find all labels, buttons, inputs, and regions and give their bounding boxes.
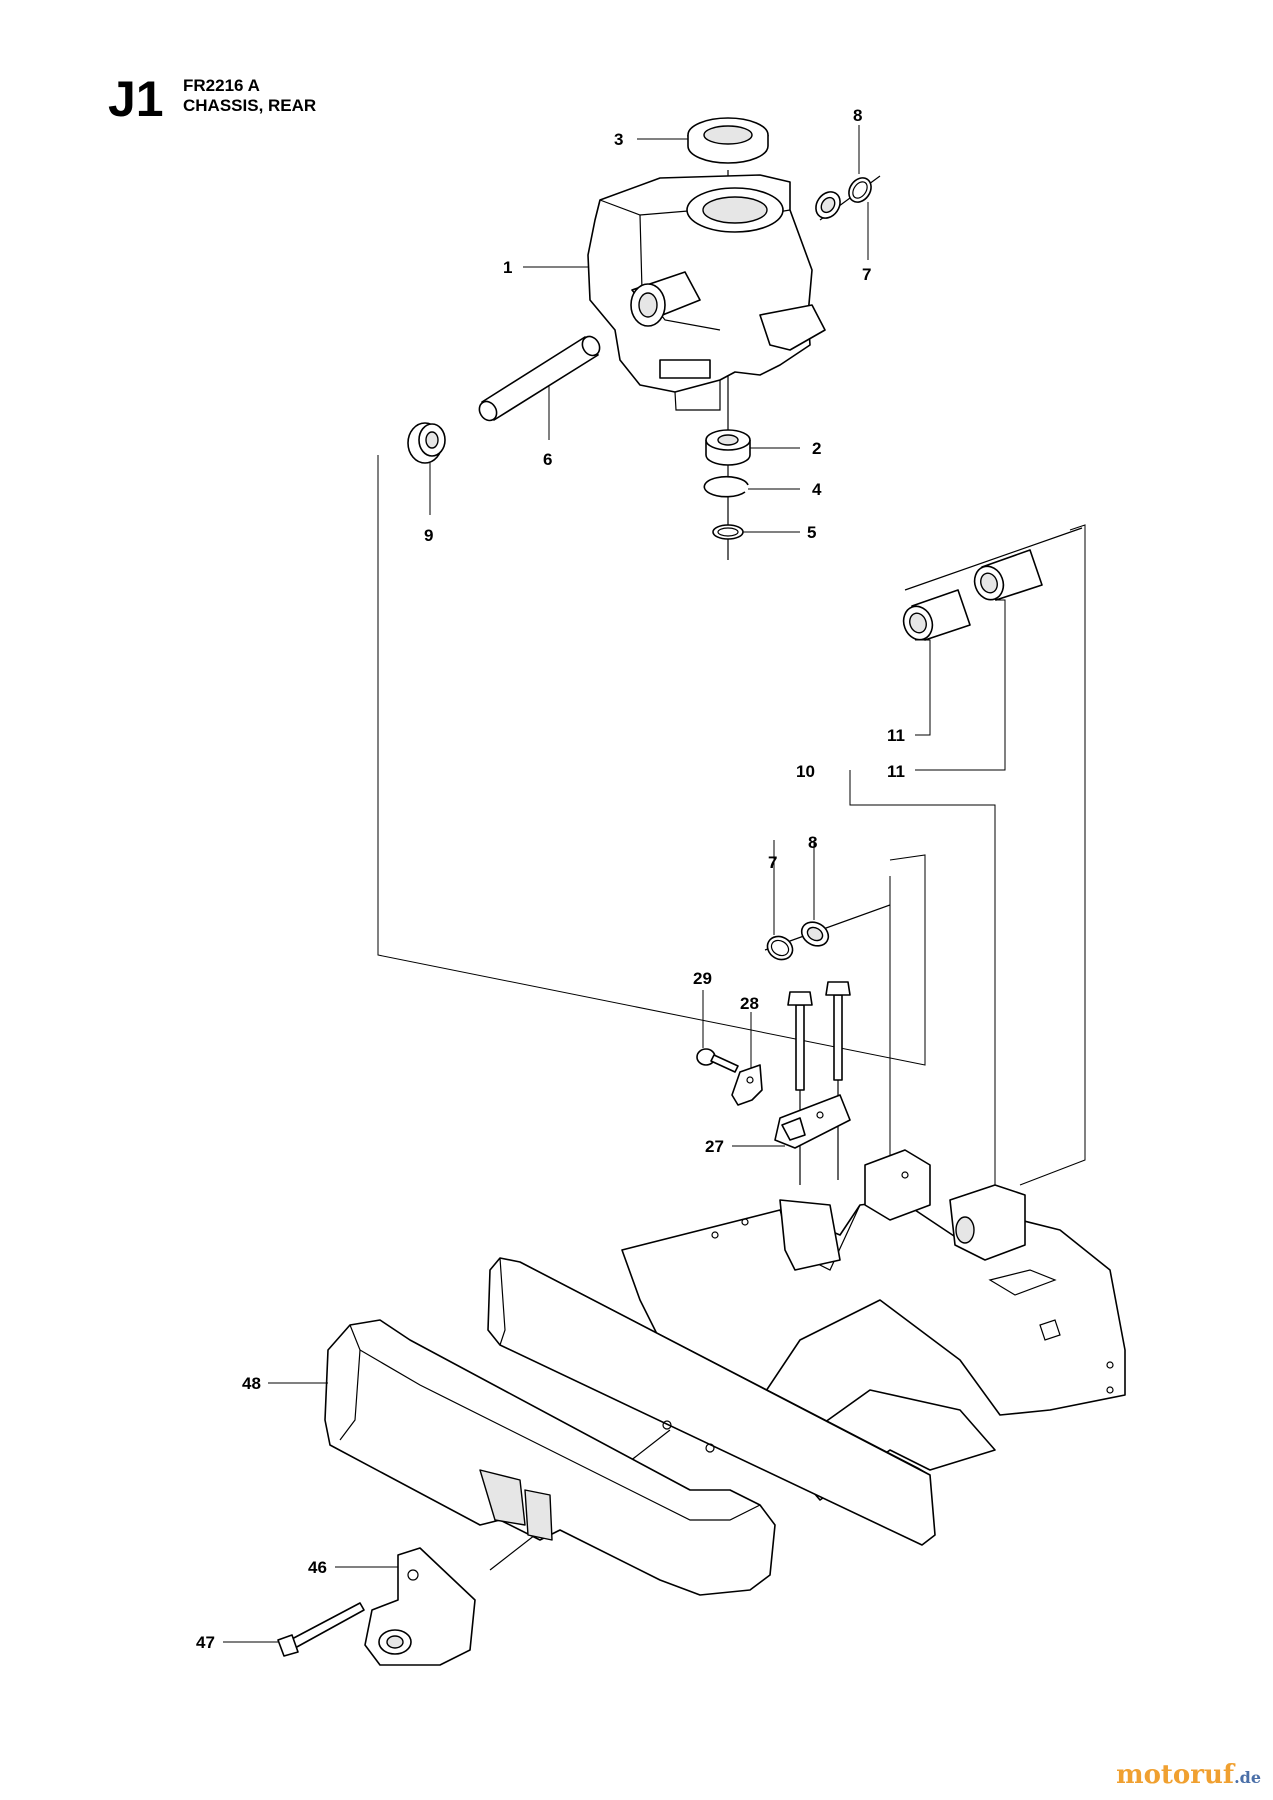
part-3-seal xyxy=(687,117,769,164)
callout-5: 5 xyxy=(807,523,816,542)
callout-9: 9 xyxy=(424,526,433,545)
part-2-bearing xyxy=(705,429,751,466)
watermark-tld: .de xyxy=(1234,1768,1261,1787)
part-11-bushing-b xyxy=(973,549,1043,601)
callout-10: 10 xyxy=(796,762,815,781)
part-5-circlip xyxy=(712,524,744,540)
assembly-line-10 xyxy=(849,770,996,1200)
part-47-bolt xyxy=(277,1602,365,1657)
callout-11-a: 11 xyxy=(887,726,905,745)
callout-7-top: 7 xyxy=(862,265,871,284)
section-title: CHASSIS, REAR xyxy=(183,96,317,115)
watermark-main: motoruf xyxy=(1116,1760,1235,1790)
callout-28: 28 xyxy=(740,994,759,1013)
callout-46: 46 xyxy=(308,1558,327,1577)
callout-48: 48 xyxy=(242,1374,261,1393)
callout-6: 6 xyxy=(543,450,552,469)
callout-2: 2 xyxy=(812,439,821,458)
callout-8-mid: 8 xyxy=(808,833,817,852)
part-29-screw xyxy=(696,1048,739,1073)
callout-1: 1 xyxy=(503,258,512,277)
callout-47: 47 xyxy=(196,1633,215,1652)
part-6-pin xyxy=(478,335,601,422)
part-7-circlip-top xyxy=(848,177,872,203)
callout-8-top: 8 xyxy=(853,106,862,125)
bushing-axis xyxy=(904,527,1083,591)
part-27-bracket xyxy=(774,1094,851,1149)
rear-bumper-bar xyxy=(487,1257,936,1546)
part-4-snap-ring xyxy=(703,475,749,498)
callout-11-b: 11 xyxy=(887,762,905,781)
part-8-washer-mid xyxy=(800,921,830,947)
callout-7-mid: 7 xyxy=(768,853,777,872)
part-7-circlip-mid xyxy=(766,935,794,961)
part-28-clip xyxy=(731,1064,763,1106)
part-bolts-vertical xyxy=(787,981,851,1091)
part-9-bushing xyxy=(407,422,446,464)
rear-chassis-frame xyxy=(621,1149,1126,1501)
callout-3: 3 xyxy=(614,130,623,149)
callout-4: 4 xyxy=(812,480,822,499)
callout-labels: 3 8 7 1 6 2 9 4 5 11 10 11 7 8 29 28 27 … xyxy=(196,106,905,1652)
model-number: FR2216 A xyxy=(183,76,260,95)
watermark-logo: motoruf.de xyxy=(1116,1760,1261,1790)
callout-leaders xyxy=(223,125,1006,1643)
callout-27: 27 xyxy=(705,1137,724,1156)
assembly-line-right xyxy=(1019,524,1086,1186)
callout-29: 29 xyxy=(693,969,712,988)
part-11-bushing-a xyxy=(902,589,971,641)
part-8-washer-top xyxy=(815,191,841,219)
part-48-weight xyxy=(324,1319,776,1596)
sheet-code: J1 xyxy=(108,71,164,127)
assembly-line-left xyxy=(377,455,926,1066)
part-1-rear-casting xyxy=(587,174,826,411)
part-46-hitch-bracket xyxy=(364,1547,476,1666)
